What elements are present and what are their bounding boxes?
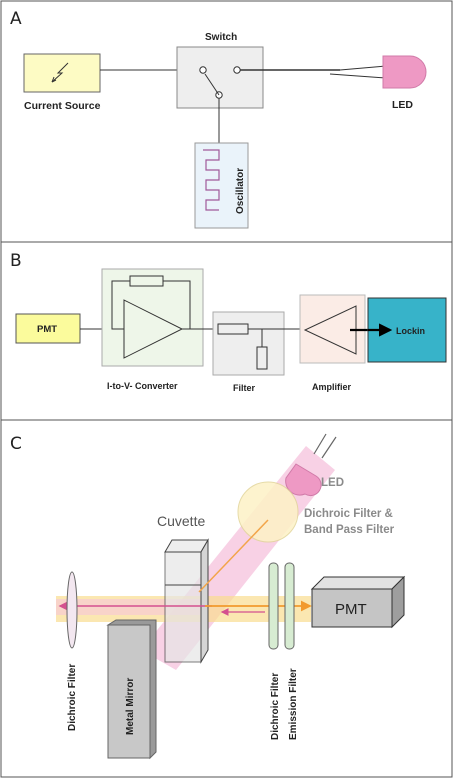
switch-box: [176, 46, 264, 109]
dichroic-band-label-2: Band Pass Filter: [304, 524, 395, 536]
metal-mirror: [106, 619, 157, 760]
square-wave-icon: [203, 149, 220, 211]
panel-c: C Metal Mirror Cuvette LED Dichroic: [10, 433, 406, 760]
oscillator-label: Oscillator: [235, 168, 246, 214]
filter-resistor: [217, 323, 249, 335]
cuvette: [164, 538, 209, 664]
pmt-box: [15, 313, 81, 344]
feedback-loop: [111, 280, 191, 330]
led-icon: [382, 55, 427, 89]
filter-box: [212, 311, 285, 376]
cuvette-label: Cuvette: [157, 513, 205, 529]
dichroic-band-label-1: Dichroic Filter &: [304, 508, 393, 520]
switch-contact-right: [233, 66, 241, 74]
dichroic-band-pass-filter: [237, 481, 299, 543]
led-label: LED: [392, 99, 413, 111]
led-c: [285, 433, 337, 497]
panel-b-letter: B: [10, 251, 22, 271]
pmt-c: [310, 575, 406, 629]
led-c-label: LED: [321, 477, 344, 489]
emission-filter: [284, 562, 295, 650]
metal-mirror-label: Metal Mirror: [125, 678, 136, 735]
dichroic-filter-right: [268, 562, 279, 650]
amplifier-label: Amplifier: [312, 382, 352, 392]
pmt-c-label: PMT: [335, 601, 367, 618]
panel-a: A Current Source Switch LED Oscillator: [10, 9, 427, 229]
oscillator-box: [194, 142, 249, 229]
lightning-icon: [51, 62, 69, 83]
filter-label: Filter: [233, 383, 256, 393]
panel-b: B PMT I-to-V- Converter Filter Amplifier…: [10, 251, 447, 393]
lockin-label: Lockin: [396, 326, 425, 336]
filter-capacitor: [256, 346, 268, 370]
dichroic-right-label: Dichroic Filter: [270, 673, 281, 740]
dichroic-filter-left: [66, 571, 78, 649]
emission-filter-label: Emission Filter: [288, 668, 299, 740]
switch-label: Switch: [205, 32, 237, 43]
pmt-label: PMT: [37, 324, 57, 335]
dichroic-left-label: Dichroic Filter: [67, 664, 78, 731]
panel-a-letter: A: [10, 9, 22, 29]
switch-lever: [204, 73, 220, 96]
converter-label: I-to-V- Converter: [107, 381, 178, 391]
switch-contact-left: [199, 66, 207, 74]
feedback-resistor: [129, 275, 164, 287]
current-source-label: Current Source: [24, 100, 101, 112]
excitation-ray: [198, 519, 269, 593]
panel-c-letter: C: [10, 434, 22, 454]
